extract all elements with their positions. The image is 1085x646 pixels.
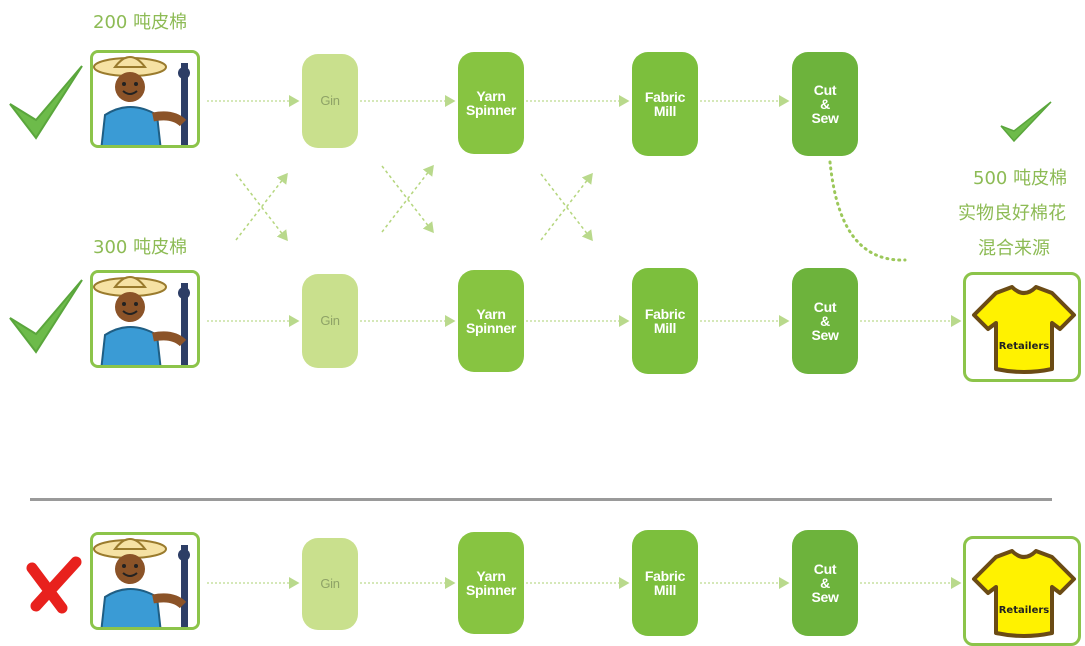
cut-sew-node-row2: Cut & Sew	[792, 268, 858, 374]
farmer-image-1	[90, 50, 200, 148]
fabric-mill-node-row2: Fabric Mill	[632, 268, 698, 374]
tshirt-icon: Retailers	[972, 549, 1076, 638]
farmer-illustration	[93, 53, 197, 145]
gin-node-row1: Gin	[302, 54, 358, 148]
farmer-illustration	[93, 273, 197, 365]
section-divider	[30, 498, 1052, 501]
farmer-illustration	[93, 535, 197, 627]
cut-sew-node-row1: Cut & Sew	[792, 52, 858, 156]
fabric-mill-node-row3: Fabric Mill	[632, 530, 698, 636]
result-quantity-label: 500 吨皮棉	[973, 168, 1068, 189]
gin-node-row2: Gin	[302, 274, 358, 368]
retailer-sign: Retailers	[999, 605, 1050, 616]
farmer-image-2	[90, 270, 200, 368]
retailer-sign: Retailers	[999, 341, 1050, 352]
yarn-spinner-node-row1: Yarn Spinner	[458, 52, 524, 154]
checkmark-icon-2	[9, 279, 83, 354]
gin-node-row3: Gin	[302, 538, 358, 630]
checkmark-icon-3	[1000, 101, 1052, 143]
retailer-image-1: Retailers	[963, 272, 1081, 382]
farmer-image-3	[90, 532, 200, 630]
result-source-label: 混合来源	[978, 238, 1050, 259]
cut-sew-node-row3: Cut & Sew	[792, 530, 858, 636]
yarn-spinner-node-row2: Yarn Spinner	[458, 270, 524, 372]
retailer-image-2: Retailers	[963, 536, 1081, 646]
checkmark-icon-1	[9, 65, 83, 140]
yarn-spinner-node-row3: Yarn Spinner	[458, 532, 524, 634]
farmer2-quantity-label: 300 吨皮棉	[93, 237, 188, 258]
result-description-label: 实物良好棉花	[958, 203, 1066, 224]
cross-icon	[26, 556, 82, 614]
fabric-mill-node-row1: Fabric Mill	[632, 52, 698, 156]
tshirt-icon: Retailers	[972, 285, 1076, 374]
farmer1-quantity-label: 200 吨皮棉	[93, 12, 188, 33]
